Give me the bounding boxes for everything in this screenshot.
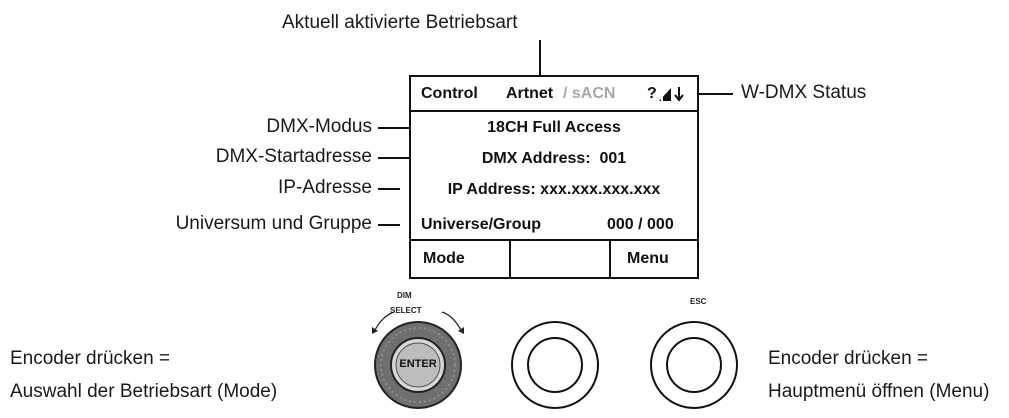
annotation-encoder-left-line2: Auswahl der Betriebsart (Mode)	[10, 381, 278, 402]
annotation-encoder-right-line2: Hauptmenü öffnen (Menu)	[768, 381, 990, 402]
label-dim: DIM	[397, 291, 412, 300]
annotation-ip: IP-Adresse	[278, 177, 372, 198]
connector-wdmx-status	[699, 93, 733, 95]
display-header: Control Artnet / sACN ?	[411, 77, 697, 112]
connector-active-mode	[539, 40, 541, 75]
header-sacn: / sACN	[563, 85, 616, 102]
esc-encoder-knob[interactable]	[649, 320, 739, 410]
header-artnet: Artnet	[506, 85, 554, 102]
lcd-display: Control Artnet / sACN ? 18CH Full Access…	[409, 75, 699, 279]
connector-ip	[378, 188, 400, 190]
dmx-address-row: DMX Address: 001	[481, 150, 627, 167]
annotation-dmx-start: DMX-Startadresse	[215, 146, 372, 167]
middle-encoder-knob[interactable]	[510, 320, 600, 410]
annotation-encoder-left-line1: Encoder drücken =	[10, 348, 171, 369]
softkey-bar: Mode Menu	[411, 239, 697, 277]
universe-label: Universe/Group	[421, 216, 542, 233]
softkey-mode-label: Mode	[423, 250, 465, 267]
select-arc-icon	[372, 311, 464, 334]
connector-universe	[378, 224, 400, 226]
softkey-mode[interactable]: Mode	[411, 241, 511, 277]
annotation-universe: Universum und Gruppe	[175, 213, 372, 234]
enter-label: ENTER	[399, 358, 437, 370]
header-control: Control	[421, 85, 478, 102]
ip-address-row: IP Address: xxx.xxx.xxx.xxx	[447, 181, 661, 198]
enter-encoder-knob[interactable]	[373, 320, 463, 410]
annotation-dmx-mode: DMX-Modus	[266, 116, 372, 137]
annotation-wdmx-status: W-DMX Status	[741, 82, 867, 103]
annotation-active-mode: Aktuell aktivierte Betriebsart	[282, 12, 518, 33]
header-status-question: ?	[647, 85, 657, 102]
softkey-empty	[511, 241, 611, 277]
annotation-encoder-right-line1: Encoder drücken =	[768, 348, 929, 369]
label-esc: ESC	[690, 297, 707, 306]
label-select: SELECT	[390, 306, 422, 315]
connector-dmx-mode	[378, 127, 418, 129]
softkey-menu[interactable]: Menu	[611, 241, 697, 277]
softkey-menu-label: Menu	[627, 250, 669, 267]
connector-dmx-start	[378, 157, 418, 159]
dmx-mode-row: 18CH Full Access	[487, 119, 621, 136]
signal-strength-icon	[659, 87, 684, 102]
universe-value: 000 / 000	[607, 216, 674, 233]
